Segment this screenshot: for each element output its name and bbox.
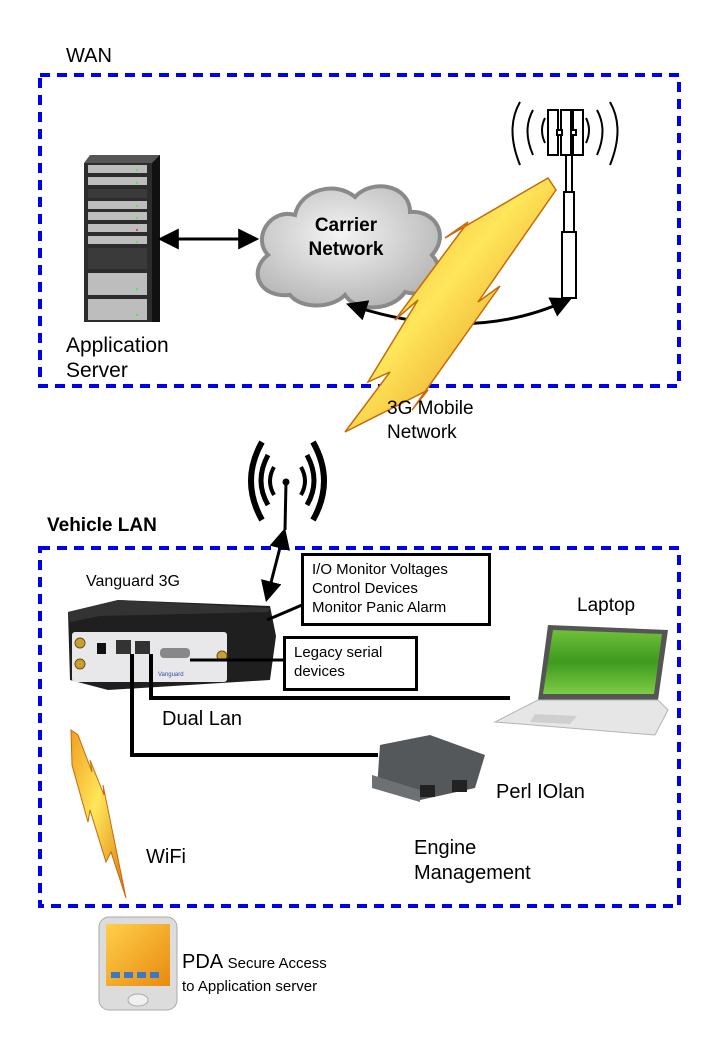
carrier-network-label-line1: Carrier [314, 215, 378, 236]
laptop-icon [493, 625, 669, 736]
3g-lightning-bolt-icon [344, 176, 557, 433]
pda-label-secure-access: Secure Access [227, 955, 327, 972]
cell-tower-icon [511, 101, 619, 299]
io-line-3: Monitor Panic Alarm [312, 599, 447, 616]
legacy-serial-box: Legacy serial devices [283, 636, 418, 691]
pda-label-main: PDA [182, 951, 223, 973]
laptop-label: Laptop [577, 595, 636, 616]
legacy-line-2: devices [294, 663, 345, 680]
vehicle-lan-boundary [38, 546, 681, 908]
antenna-router-link [261, 527, 290, 603]
vanguard-router-icon: Vanguard [68, 600, 276, 690]
application-server-label-line2: Server [66, 359, 128, 382]
mobile-network-label-line1: 3G Mobile [387, 398, 474, 419]
io-line-2: Control Devices [312, 580, 418, 597]
carrier-network-label: Carrier Network [306, 214, 386, 262]
legacy-line-1: Legacy serial [294, 644, 383, 661]
wifi-label: WiFi [146, 846, 186, 868]
carrier-network-label-line2: Network [308, 239, 384, 260]
vehicle-lan-title: Vehicle LAN [47, 515, 157, 536]
pda-label: PDA Secure Access [182, 950, 327, 976]
dual-lan-label: Dual Lan [162, 708, 243, 730]
io-functions-box: I/O Monitor Voltages Control Devices Mon… [301, 553, 491, 626]
engine-management-line2: Management [414, 862, 531, 884]
mobile-network-label-line2: Network [387, 422, 457, 443]
iolan-lan-link [130, 654, 378, 757]
pda-label-line2: to Application server [182, 978, 318, 995]
application-server-label: Application Server [66, 333, 169, 383]
pda-icon [98, 916, 178, 1011]
application-server-label-line1: Application [66, 334, 169, 357]
engine-management-line1: Engine [414, 837, 477, 859]
wan-title: WAN [66, 45, 112, 67]
engine-management-label: Engine Management [414, 836, 531, 886]
perl-iolan-icon [372, 735, 485, 802]
svg-text:Vanguard: Vanguard [158, 672, 184, 678]
mobile-network-label: 3G Mobile Network [387, 397, 474, 445]
laptop-lan-link [149, 654, 510, 700]
antenna-icon [248, 440, 327, 531]
io-line-1: I/O Monitor Voltages [312, 561, 448, 578]
wifi-lightning-bolt-icon [70, 729, 127, 899]
perl-iolan-label: Perl IOlan [496, 781, 585, 803]
router-label: Vanguard 3G [86, 573, 180, 590]
server-rack-icon [84, 155, 160, 322]
